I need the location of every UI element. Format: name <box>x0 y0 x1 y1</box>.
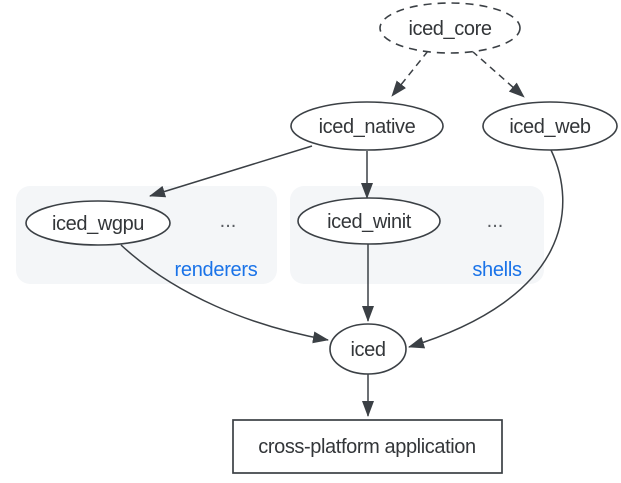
node-iced-core-label: iced_core <box>408 18 491 40</box>
node-cross-platform-application-label: cross-platform application <box>258 436 475 458</box>
node-iced-native-label: iced_native <box>319 116 416 138</box>
node-iced <box>329 323 407 375</box>
edge-core-to-native <box>391 50 429 97</box>
node-iced-label: iced <box>350 339 385 361</box>
edge-wgpu-to-iced <box>120 244 329 344</box>
node-iced-core <box>379 2 521 54</box>
edge-core-to-web <box>471 50 525 98</box>
shells-ellipsis: ... <box>487 210 504 232</box>
node-iced-winit <box>297 197 441 245</box>
shells-group-label: shells <box>472 259 522 281</box>
node-iced-web-label: iced_web <box>509 116 591 138</box>
edge-native-to-wgpu <box>149 145 313 198</box>
node-iced-web <box>482 101 618 151</box>
node-iced-wgpu <box>25 200 171 246</box>
renderers-ellipsis: ... <box>220 210 237 232</box>
node-iced-winit-label: iced_winit <box>327 211 412 233</box>
node-iced-wgpu-label: iced_wgpu <box>52 213 144 235</box>
edge-web-to-iced <box>408 149 564 349</box>
node-iced-native <box>290 101 444 151</box>
node-cross-platform-application <box>232 419 503 474</box>
renderers-group-label: renderers <box>175 259 258 281</box>
